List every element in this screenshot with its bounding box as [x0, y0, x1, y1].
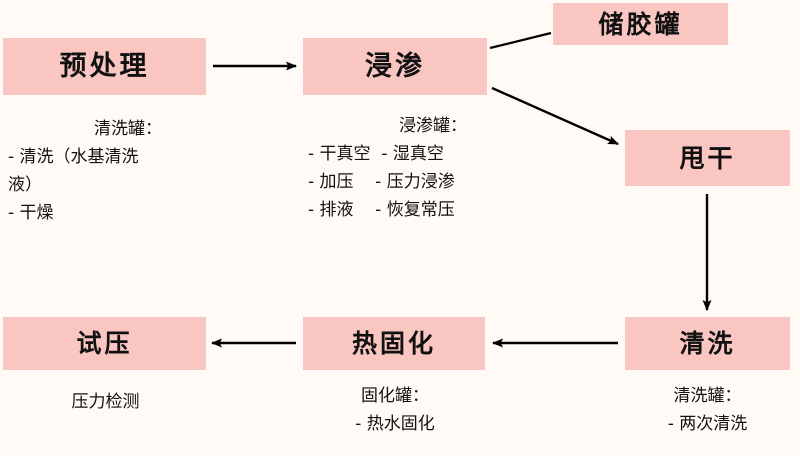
- caption-thermal-cure-caption: 固化罐： - 热水固化: [300, 382, 490, 438]
- caption-pretreat-caption: 清洗罐： - 清洗（水基清洗液） - 干燥: [8, 115, 248, 227]
- node-pretreat[interactable]: 预处理: [3, 38, 206, 95]
- caption-line: 液）: [8, 175, 42, 195]
- node-spin-dry[interactable]: 甩干: [625, 130, 790, 186]
- caption-heading: 清洗罐：: [94, 119, 162, 139]
- node-rinse[interactable]: 清洗: [625, 317, 790, 370]
- caption-heading: 浸渗罐：: [399, 116, 467, 136]
- node-label: 试压: [76, 329, 133, 358]
- caption-impregnate-caption: 浸渗罐： - 干真空 - 湿真空 - 加压 - 压力浸渗 - 排液 - 恢复常压: [308, 112, 558, 224]
- caption-line: - 热水固化: [355, 414, 435, 434]
- node-thermal-cure[interactable]: 热固化: [303, 317, 485, 370]
- node-label: 热固化: [351, 329, 436, 358]
- caption-line: - 干燥: [8, 203, 54, 223]
- edge-impregnate-to-spin-dry: [491, 86, 619, 146]
- node-impregnate[interactable]: 浸渗: [303, 38, 487, 95]
- caption-pressure-test-caption: 压力检测: [8, 388, 203, 416]
- caption-line: - 干真空 - 湿真空: [308, 144, 444, 164]
- node-label: 甩干: [679, 143, 736, 173]
- node-pressure-test[interactable]: 试压: [3, 317, 206, 370]
- caption-line: 压力检测: [71, 392, 140, 412]
- caption-line: - 两次清洗: [667, 414, 748, 434]
- caption-heading: 固化罐：: [361, 386, 429, 406]
- node-label: 清洗: [679, 329, 736, 358]
- node-label: 预处理: [59, 51, 150, 82]
- edge-glue-tank-to-impregnate: [489, 31, 552, 50]
- node-label: 浸渗: [365, 51, 425, 82]
- caption-line: - 清洗（水基清洗: [8, 147, 139, 167]
- caption-line: - 排液 - 恢复常压: [308, 200, 455, 220]
- node-glue-tank[interactable]: 储胶罐: [553, 3, 728, 45]
- caption-rinse-caption: 清洗罐： - 两次清洗: [620, 382, 795, 438]
- caption-line: - 加压 - 压力浸渗: [308, 172, 455, 192]
- node-label: 储胶罐: [598, 9, 683, 39]
- caption-heading: 清洗罐：: [673, 386, 742, 406]
